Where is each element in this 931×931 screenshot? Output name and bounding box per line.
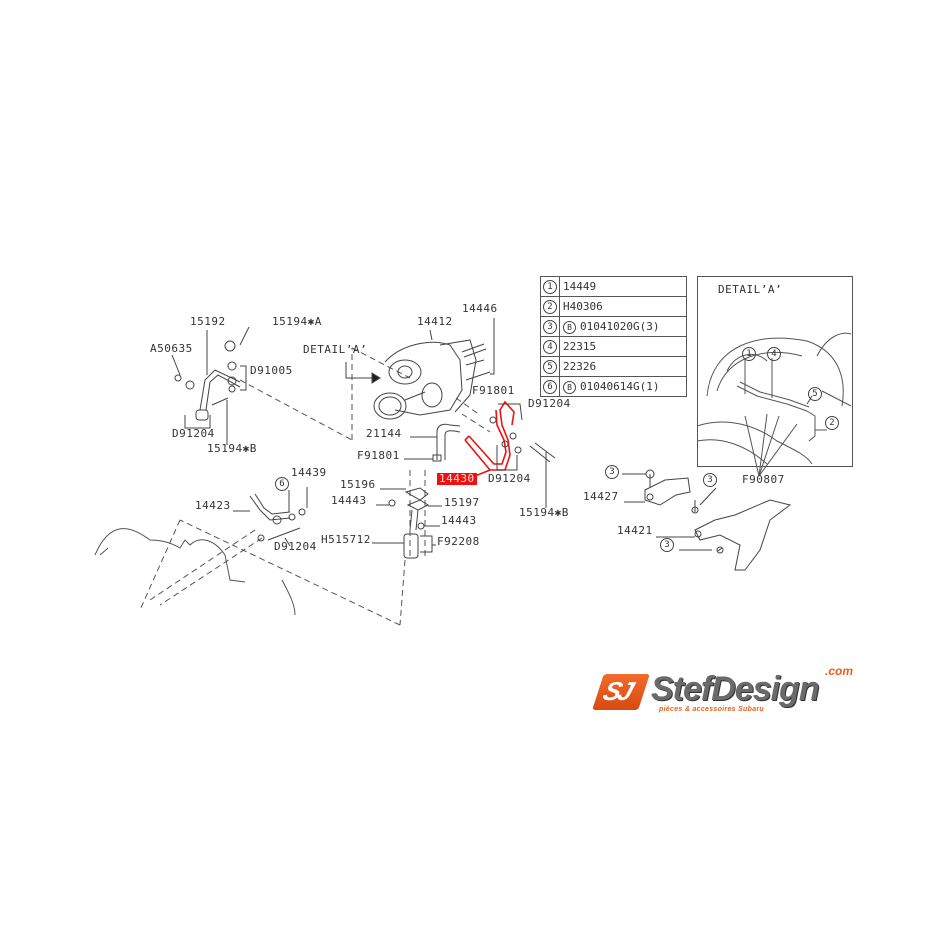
engine-outline bbox=[94, 528, 296, 616]
legend-row: 4 22315 bbox=[540, 336, 687, 357]
part-label-F91801-top: F91801 bbox=[472, 384, 515, 397]
part-label-15196: 15196 bbox=[340, 478, 376, 491]
detail-arrow bbox=[345, 362, 381, 384]
detail-callout-1: 1 bbox=[742, 347, 756, 361]
fittings-d91204 bbox=[489, 403, 556, 508]
part-label-14430[interactable]: 14430 bbox=[437, 472, 477, 485]
studs-14446 bbox=[461, 318, 495, 381]
part-label-F90807: F90807 bbox=[742, 473, 785, 486]
part-label-14421: 14421 bbox=[617, 524, 653, 537]
part-label-D91005: D91005 bbox=[250, 364, 293, 377]
part-label-14443-a: 14443 bbox=[331, 494, 367, 507]
legend-part-number: 01041020G(3) bbox=[580, 319, 660, 333]
legend-num-circle: 1 bbox=[543, 280, 557, 294]
pipe-15197 bbox=[372, 487, 442, 559]
pipe-14430-highlighted bbox=[464, 400, 515, 479]
legend-part-number: 22315 bbox=[563, 340, 597, 353]
part-label-detail-a-main: DETAIL’A’ bbox=[303, 343, 368, 356]
callout-3: 3 bbox=[703, 473, 717, 487]
part-label-A50635: A50635 bbox=[150, 342, 193, 355]
part-label-15197: 15197 bbox=[444, 496, 480, 509]
legend-part-number: 22326 bbox=[563, 360, 597, 373]
logo-tagline: pièces & accessoires Subaru bbox=[659, 706, 764, 713]
legend-part-number: 01040614G(1) bbox=[580, 379, 660, 393]
legend-row: 2 H40306 bbox=[540, 296, 687, 317]
part-label-14439: 14439 bbox=[291, 466, 327, 479]
part-label-14427: 14427 bbox=[583, 490, 619, 503]
part-label-14423: 14423 bbox=[195, 499, 231, 512]
turbocharger-14412 bbox=[373, 329, 477, 420]
part-label-15194B-left: 15194✱B bbox=[207, 442, 257, 455]
detail-callout-5: 5 bbox=[808, 387, 822, 401]
legend-part-number: H40306 bbox=[563, 300, 603, 313]
pipe-14423 bbox=[233, 487, 308, 547]
part-label-D91204-top: D91204 bbox=[528, 397, 571, 410]
logo-mark: SJ bbox=[592, 674, 650, 710]
part-label-21144: 21144 bbox=[366, 427, 402, 440]
bolt-symbol-icon: B bbox=[563, 380, 576, 394]
legend-num-circle: 6 bbox=[543, 380, 557, 394]
detail-a-title: DETAIL’A’ bbox=[718, 283, 783, 296]
bracket-14421 bbox=[656, 487, 792, 571]
part-label-15194A-top: 15194✱A bbox=[272, 315, 322, 328]
dashed-guides bbox=[139, 347, 491, 626]
part-label-D91204-mid: D91204 bbox=[488, 472, 531, 485]
hose-21144 bbox=[404, 423, 461, 462]
detail-callout-4: 4 bbox=[767, 347, 781, 361]
logo-tld: .com bbox=[825, 664, 854, 678]
callout-6: 6 bbox=[275, 477, 289, 491]
detail-callout-2: 2 bbox=[825, 416, 839, 430]
legend-num-circle: 2 bbox=[543, 300, 557, 314]
part-label-14443-b: 14443 bbox=[441, 514, 477, 527]
legend-row: 1 14449 bbox=[540, 276, 687, 297]
leader-lines-left bbox=[171, 326, 250, 445]
part-label-F91801-bottom: F91801 bbox=[357, 449, 400, 462]
legend-part-number: 14449 bbox=[563, 280, 597, 293]
detail-a-box: DETAIL’A’ 1 4 5 2 bbox=[697, 276, 853, 467]
bracket-14427 bbox=[622, 469, 691, 506]
logo-wordmark: StefDesign bbox=[651, 670, 820, 708]
legend-num-circle: 3 bbox=[543, 320, 557, 334]
legend-num-circle: 4 bbox=[543, 340, 557, 354]
detail-a-drawing bbox=[696, 332, 852, 477]
callout-3: 3 bbox=[660, 538, 674, 552]
part-label-H515712: H515712 bbox=[321, 533, 371, 546]
bolt-symbol-icon: B bbox=[563, 320, 576, 334]
part-label-D91204-low: D91204 bbox=[274, 540, 317, 553]
part-label-F92208: F92208 bbox=[437, 535, 480, 548]
stefdesign-logo: SJ StefDesign .com pièces & accessoires … bbox=[592, 664, 858, 720]
callout-3: 3 bbox=[605, 465, 619, 479]
legend-num-circle: 5 bbox=[543, 360, 557, 374]
part-label-D91204-left: D91204 bbox=[172, 427, 215, 440]
pipe-15192 bbox=[174, 340, 241, 421]
part-label-15192: 15192 bbox=[190, 315, 226, 328]
part-label-15194B-right: 15194✱B bbox=[519, 506, 569, 519]
legend-row: 5 22326 bbox=[540, 356, 687, 377]
part-label-14446: 14446 bbox=[462, 302, 498, 315]
part-label-14412: 14412 bbox=[417, 315, 453, 328]
